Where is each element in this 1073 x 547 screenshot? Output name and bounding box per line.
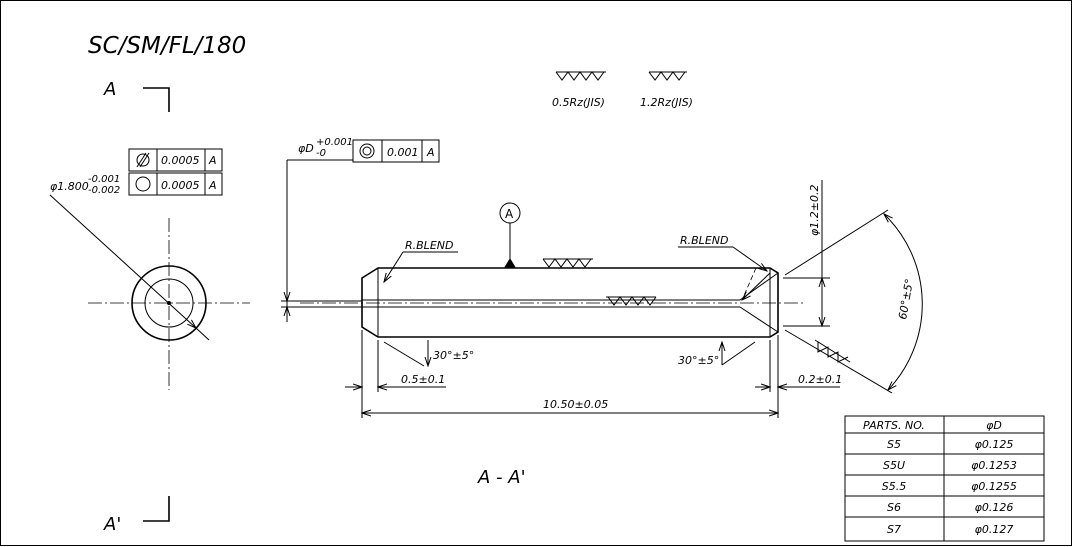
table-cell-part: S5U bbox=[883, 459, 905, 472]
circularity-icon bbox=[135, 176, 151, 192]
fcf-row-2 bbox=[128, 172, 223, 196]
roughness-fine-label: 0.5Rz(JIS) bbox=[552, 96, 605, 109]
datum-triangle bbox=[504, 258, 516, 268]
fcf-row-1 bbox=[128, 148, 223, 172]
roughness-cone-icon bbox=[814, 339, 851, 363]
section-caption: A - A' bbox=[477, 467, 526, 488]
chamfer-left-length: 0.5±0.1 bbox=[401, 373, 445, 386]
table-cell-diameter: φ0.1253 bbox=[971, 459, 1017, 472]
table-cell-diameter: φ0.126 bbox=[975, 501, 1014, 514]
end-diameter-label: φ1.800 bbox=[50, 180, 89, 193]
roughness-legend: 0.5Rz(JIS) 1.2Rz(JIS) bbox=[552, 71, 693, 109]
bore-callout: φD +0.001 -0 0.001 A bbox=[281, 137, 440, 322]
table-cell-part: S6 bbox=[887, 501, 901, 514]
bore-tol-upper: +0.001 bbox=[316, 137, 353, 148]
fcf-row-1-datum: A bbox=[208, 154, 217, 167]
datum-letter: A bbox=[505, 207, 514, 221]
end-diameter: φ1.2±0.2 bbox=[808, 185, 821, 236]
fcf-bore-datum: A bbox=[426, 146, 435, 159]
bore-tol-lower: -0 bbox=[316, 148, 326, 159]
roughness-bore-icon bbox=[606, 296, 657, 306]
table-header-diameter: φD bbox=[986, 419, 1002, 432]
fcf-row-2-datum: A bbox=[208, 179, 217, 192]
table-cell-part: S5 bbox=[887, 438, 901, 451]
section-view: R.BLEND R.BLEND A 30°±5° 30°±5° 0.5±0.1 bbox=[300, 180, 923, 418]
blend-right-label: R.BLEND bbox=[680, 234, 728, 247]
diameter-leader bbox=[49, 194, 196, 328]
end-diameter-tol-upper: -0.001 bbox=[88, 174, 120, 185]
drawing-title: SC/SM/FL/180 bbox=[88, 33, 246, 59]
fcf-row-1-value: 0.0005 bbox=[161, 154, 200, 167]
end-diameter-tol-lower: -0.002 bbox=[88, 185, 120, 196]
diameter-leader-tail bbox=[195, 327, 210, 341]
chamfer-right-angle: 30°±5° bbox=[678, 354, 719, 367]
cone-angle: 60°±5° bbox=[896, 278, 916, 321]
medium-finish-icon bbox=[648, 71, 687, 81]
inner-circle bbox=[144, 278, 194, 328]
chamfer-right-length: 0.2±0.1 bbox=[798, 373, 842, 386]
fcf-end-view: 0.0005 A 0.0005 A bbox=[128, 148, 223, 196]
concentricity-icon bbox=[359, 143, 375, 159]
table-cell-diameter: φ0.1255 bbox=[971, 480, 1017, 493]
fcf-bore-value: 0.001 bbox=[387, 146, 419, 159]
fcf-bore bbox=[352, 139, 440, 163]
section-label-bottom: A' bbox=[103, 514, 121, 535]
fcf-row-2-value: 0.0005 bbox=[161, 179, 200, 192]
section-label-top: A bbox=[103, 79, 116, 100]
fine-finish-icon bbox=[555, 71, 606, 81]
table-cell-part: S5.5 bbox=[882, 480, 906, 493]
roughness-medium-label: 1.2Rz(JIS) bbox=[640, 96, 693, 109]
roughness-outer-icon bbox=[542, 258, 593, 268]
end-view: φ1.800 -0.001 -0.002 bbox=[49, 174, 250, 390]
table-cell-part: S7 bbox=[887, 523, 901, 536]
section-line-bottom bbox=[143, 496, 170, 522]
pin-outline bbox=[361, 267, 779, 338]
table-cell-diameter: φ0.125 bbox=[975, 438, 1014, 451]
parts-table: PARTS. NO. φD S5 φ0.125 S5U φ0.1253 S5.5… bbox=[844, 415, 1045, 542]
outer-circle bbox=[131, 265, 207, 341]
chamfer-left-angle: 30°±5° bbox=[433, 349, 474, 362]
table-header-part: PARTS. NO. bbox=[863, 419, 925, 432]
cylindricity-icon bbox=[136, 152, 150, 168]
bore-label: φD bbox=[298, 142, 314, 155]
blend-left-label: R.BLEND bbox=[405, 239, 453, 252]
section-line-top bbox=[143, 87, 170, 112]
table-cell-diameter: φ0.127 bbox=[975, 523, 1014, 536]
overall-length: 10.50±0.05 bbox=[543, 398, 608, 411]
